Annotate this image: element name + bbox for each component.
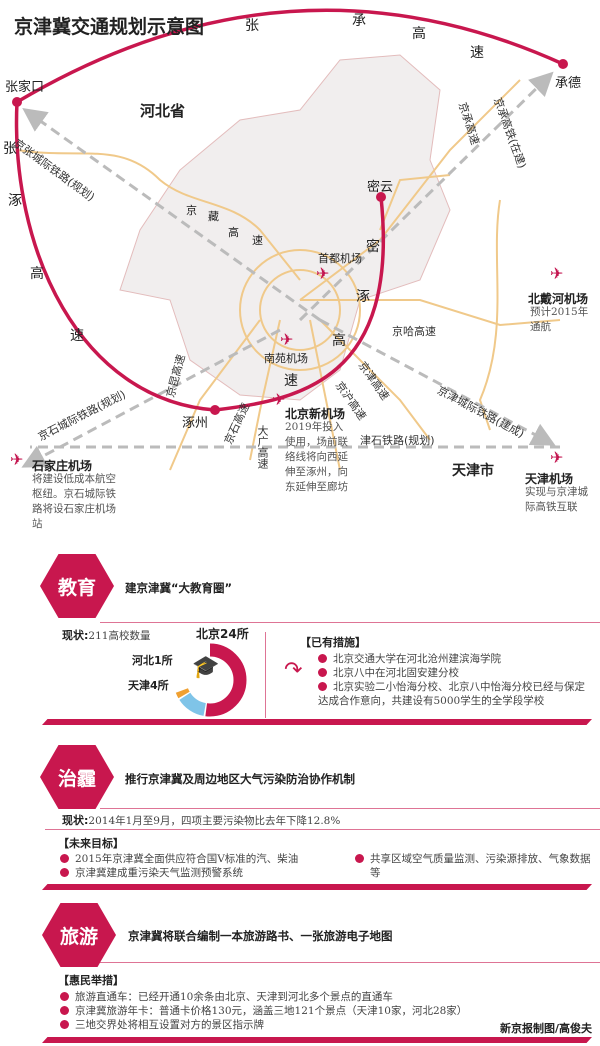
airport-beidaihe: 北戴河机场 [528,292,589,306]
divider [100,808,600,809]
donut-chart [173,643,247,717]
divider [100,962,600,963]
airplane-icon: ✈ [272,390,286,409]
airport-nanyuan: 南苑机场 [264,352,308,365]
airplane-icon: ✈ [550,264,564,283]
arc-top-char: 张 [245,18,259,34]
list-item: 北京八中在河北固安建分校 [318,666,593,680]
status-label: 现状: [62,629,89,642]
arc-left-char: 涿 [8,193,22,209]
section-bar [42,884,592,890]
label-beijing: 北京24所 [196,627,249,641]
airport-shijiazhuang: 石家庄机场 [32,459,93,473]
section-bar [42,1037,592,1043]
arc-right-char: 高 [332,333,346,349]
status-text: 2014年1月至9月，四项主要污染物比去年下降12.8% [88,815,341,827]
list-item: 北京实验二小怡海分校、北京八中怡海分校已经与保定达成合作意向，共建设有5000学… [318,681,585,707]
divider [100,622,600,623]
arc-top-char: 速 [470,45,484,61]
city-zhuozhou: 涿州 [182,416,209,431]
airport-beidaihe-note: 预计2015年通航 [530,306,589,333]
list-item: 京津冀旅游年卡：普通卡价格130元，涵盖三地121个景点（天津10家，河北28家… [60,1004,467,1018]
education-tag: 教育 [40,554,114,618]
arc-left-char: 速 [70,328,84,344]
hw-daguang-label: 大广高速 [256,425,269,469]
arc-right-char: 密 [366,239,380,255]
rail-lines [21,71,560,468]
tourism-headline: 京津冀将联合编制一本旅游路书、一张旅游电子地图 [128,929,393,943]
return-arrow-icon: ↷ [284,658,303,683]
airplane-icon: ✈ [550,448,564,467]
arc-right-char: 涿 [356,289,370,305]
airport-new-note: 2019年投入使用，场前联络线将向西延伸至涿州，向东延伸至廊坊 [285,421,348,493]
list-item: 北京交通大学在河北沧州建滨海学院 [318,652,593,666]
highway-arcs [14,8,564,412]
education-status: 现状:211高校数量 [62,627,150,643]
miyun-dot [376,192,386,202]
airplane-icon: ✈ [10,450,24,469]
arc-top-char: 高 [412,26,426,42]
jingzang-char: 高 [228,226,239,239]
province-label: 河北省 [140,102,186,120]
measures-title: 【已有措施】 [300,636,366,649]
section-bar [42,719,592,725]
jingzang-char: 京 [186,204,197,217]
city-dots [12,59,568,415]
goals-list: 2015年京津冀全面供应符合国V标准的汽、柴油 京津冀建成重污染天气监测预警系统 [60,852,298,880]
arc-top-char: 承 [352,13,366,29]
roads [16,79,561,471]
chengde-dot [558,59,568,69]
smog-tag: 治霾 [40,745,114,809]
status-label: 现状: [62,814,89,827]
airport-tianjin-note: 实现与京津城际高铁互联 [525,486,588,513]
measures-title: 【惠民举措】 [58,974,124,987]
list-item: 共享区域空气质量监测、污染源排放、气象数据等 [355,852,595,880]
city-tianjin: 天津市 [452,463,494,479]
zhangjiakou-dot [12,97,22,107]
measures-list: 北京交通大学在河北沧州建滨海学院 北京八中在河北固安建分校 北京实验二小怡海分校… [318,652,593,708]
airport-tianjin: 天津机场 [525,472,574,486]
vertical-divider [265,632,266,718]
divider [45,829,600,830]
airport-capital: 首都机场 [318,252,362,265]
arc-left-char: 高 [30,266,44,282]
list-item: 旅游直通车：已经开通10余条由北京、天津到河北多个景点的直通车 [60,990,467,1004]
airplane-icon: ✈ [316,264,330,283]
donut-slice-北京 [173,643,247,717]
list-item: 三地交界处将相互设置对方的景区指示牌 [60,1018,467,1032]
smog-headline: 推行京津冀及周边地区大气污染防治协作机制 [125,772,355,786]
city-miyun: 密云 [367,180,394,195]
airplane-icon: ✈ [280,330,294,349]
label-tianjin: 天津4所 [128,679,169,692]
airport-new: 北京新机场 [285,407,346,421]
arc-left-char: 张 [3,141,17,157]
label-hebei: 河北1所 [132,654,173,667]
city-chengde: 承德 [555,76,582,91]
jingzang-char: 藏 [208,210,219,223]
airport-shijiazhuang-note: 将建设低成本航空枢纽。京石城际铁路将设石家庄机场站 [32,473,116,530]
credit: 新京报制图/高俊夫 [499,1022,592,1035]
hw-jingha-label: 京哈高速 [392,325,436,338]
graduation-cap-icon: 🎓 [192,655,220,680]
zhuozhou-dot [210,405,220,415]
goals-title: 【未来目标】 [58,837,124,850]
status-text: 211高校数量 [88,630,151,642]
city-zhangjiakou: 张家口 [5,80,45,95]
map-title: 京津冀交通规划示意图 [14,16,205,38]
list-item: 2015年京津冀全面供应符合国V标准的汽、柴油 [60,852,298,866]
rail-jinshi-label: 津石铁路(规划) [360,434,435,447]
map-graphics [12,8,568,471]
shaded-region [119,54,451,401]
tourism-tag: 旅游 [42,903,116,967]
smog-status: 现状:2014年1月至9月，四项主要污染物比去年下降12.8% [62,812,340,828]
arc-right-char: 速 [284,373,298,389]
education-headline: 建京津冀“大教育圈” [125,581,233,595]
list-item: 京津冀建成重污染天气监测预警系统 [60,866,298,880]
measures-list: 旅游直通车：已经开通10余条由北京、天津到河北多个景点的直通车 京津冀旅游年卡：… [60,990,467,1032]
traffic-map: 京津冀交通规划示意图 河北省 张家口 承德 密云 涿州 天津市 张 承 高 速 … [3,8,589,530]
jingzang-char: 速 [252,234,263,247]
